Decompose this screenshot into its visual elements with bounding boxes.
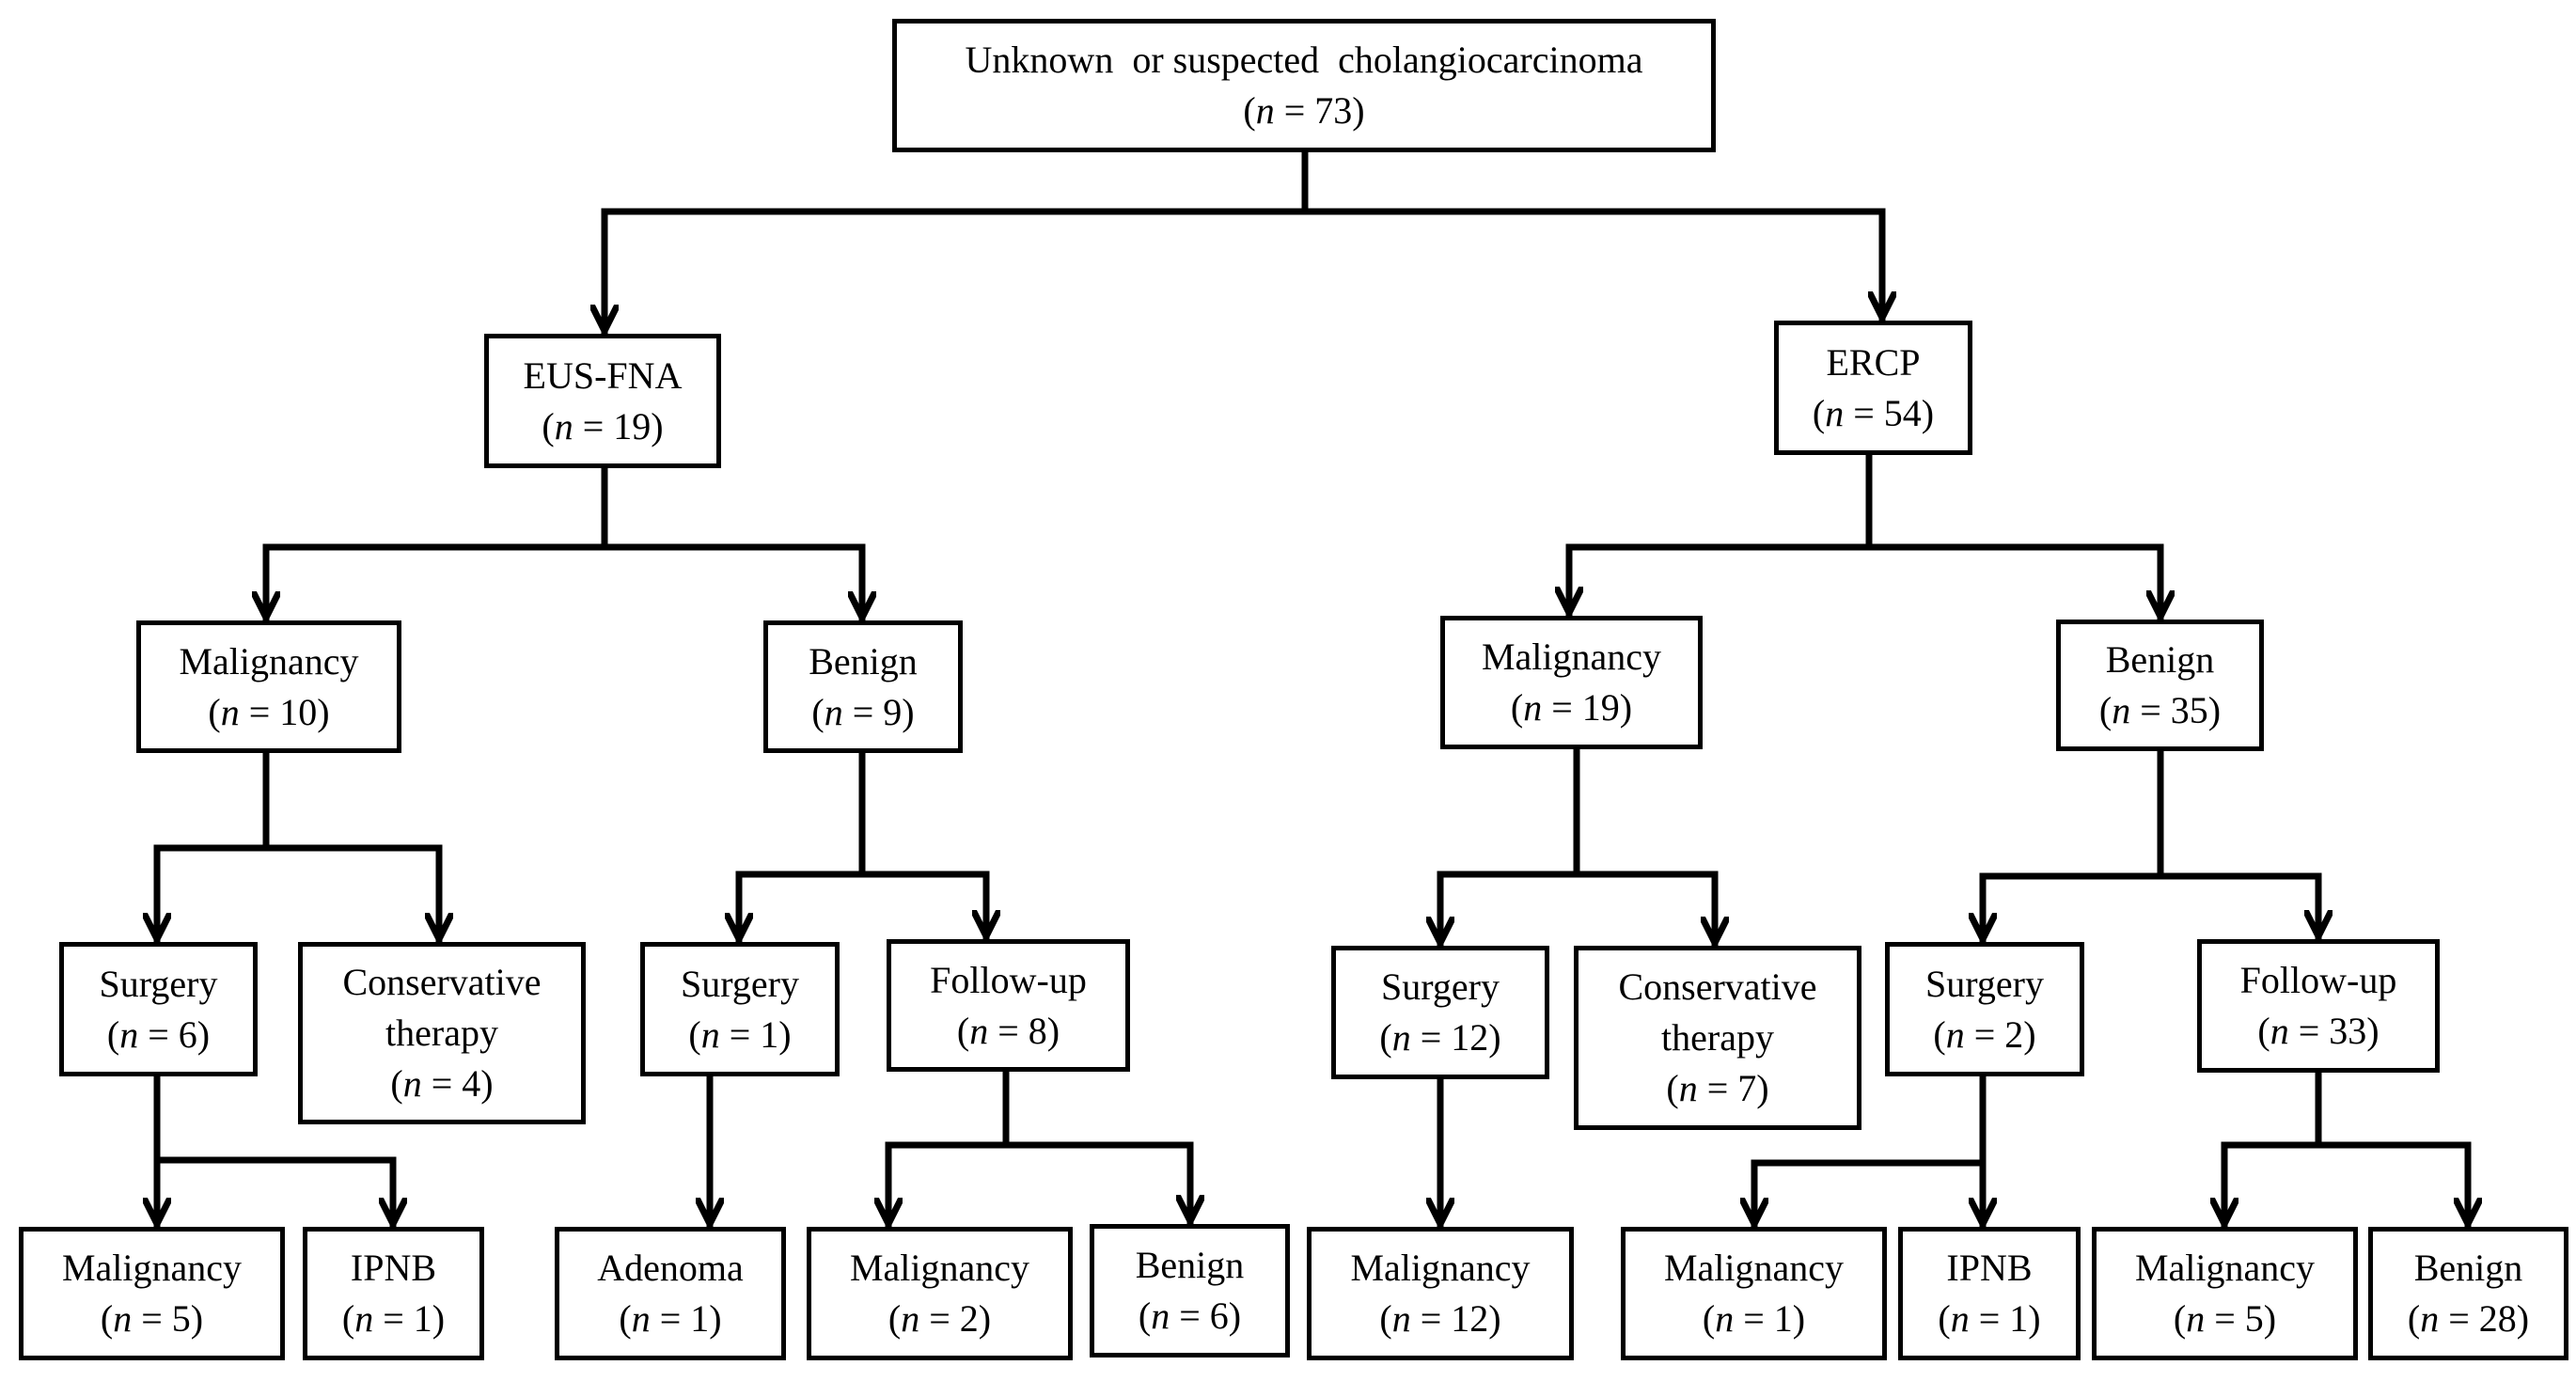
node-ercp: ERCP (n = 54) <box>1774 321 1972 455</box>
node-leaf-malignancy-2-count: (n = 2) <box>887 1297 992 1340</box>
node-leaf-ipnb-1: IPNB (n = 1) <box>303 1227 484 1360</box>
node-conservative-2-label: Conservative therapy <box>1618 965 1817 1059</box>
node-ercp-malignancy: Malignancy (n = 19) <box>1440 616 1703 749</box>
node-leaf-malignancy-1-count: (n = 5) <box>100 1297 204 1340</box>
node-root: Unknown or suspected cholangiocarcinoma … <box>892 19 1716 152</box>
node-followup-1-count: (n = 8) <box>956 1009 1060 1052</box>
node-ercp-benign-count: (n = 35) <box>2098 689 2222 731</box>
node-ercp-benign: Benign (n = 35) <box>2056 620 2264 751</box>
node-leaf-ipnb-2-label: IPNB <box>1946 1247 2033 1289</box>
node-leaf-ipnb-2: IPNB (n = 1) <box>1898 1227 2081 1360</box>
node-conservative-1-count: (n = 4) <box>390 1062 494 1105</box>
node-conservative-1-label: Conservative therapy <box>342 961 542 1054</box>
node-eus-malignancy: Malignancy (n = 10) <box>136 620 401 753</box>
node-eus-benign: Benign (n = 9) <box>763 620 963 753</box>
node-ercp-label: ERCP <box>1826 340 1921 384</box>
node-surgery-4-label: Surgery <box>1925 962 2044 1005</box>
node-leaf-malignancy-4: Malignancy (n = 1) <box>1621 1227 1887 1360</box>
node-leaf-malignancy-1: Malignancy (n = 5) <box>19 1227 285 1360</box>
node-leaf-ipnb-2-count: (n = 1) <box>1938 1297 2041 1340</box>
node-followup-2-label: Follow-up <box>2239 959 2397 1001</box>
node-conservative-1: Conservative therapy (n = 4) <box>298 942 586 1124</box>
node-eus-malignancy-count: (n = 10) <box>208 690 330 733</box>
node-leaf-benign-1: Benign (n = 6) <box>1090 1224 1290 1357</box>
node-surgery-3-label: Surgery <box>1381 965 1500 1008</box>
node-leaf-adenoma-label: Adenoma <box>597 1247 744 1289</box>
node-leaf-malignancy-5-label: Malignancy <box>2134 1247 2316 1289</box>
node-leaf-malignancy-4-count: (n = 1) <box>1702 1297 1806 1340</box>
node-ercp-benign-label: Benign <box>2105 638 2215 681</box>
node-eus-malignancy-label: Malignancy <box>179 639 359 683</box>
node-surgery-3: Surgery (n = 12) <box>1331 946 1549 1079</box>
node-followup-1-label: Follow-up <box>930 958 1087 1001</box>
node-conservative-2-count: (n = 7) <box>1666 1067 1769 1109</box>
node-root-count: (n = 73) <box>1243 89 1365 132</box>
node-leaf-adenoma-count: (n = 1) <box>619 1297 722 1340</box>
node-eus-benign-count: (n = 9) <box>811 690 915 733</box>
node-leaf-malignancy-1-label: Malignancy <box>61 1247 243 1289</box>
node-leaf-malignancy-4-label: Malignancy <box>1663 1247 1845 1289</box>
node-leaf-ipnb-1-label: IPNB <box>350 1247 437 1289</box>
node-ercp-malignancy-label: Malignancy <box>1481 636 1662 678</box>
node-leaf-malignancy-2-label: Malignancy <box>849 1247 1030 1289</box>
node-surgery-3-count: (n = 12) <box>1379 1016 1501 1059</box>
node-leaf-ipnb-1-count: (n = 1) <box>341 1297 446 1340</box>
node-leaf-benign-2: Benign (n = 28) <box>2368 1227 2568 1360</box>
node-followup-2-count: (n = 33) <box>2257 1010 2380 1052</box>
node-surgery-2-label: Surgery <box>681 962 799 1005</box>
node-leaf-malignancy-5: Malignancy (n = 5) <box>2092 1227 2358 1360</box>
node-eus-fna: EUS-FNA (n = 19) <box>484 334 721 468</box>
node-ercp-malignancy-count: (n = 19) <box>1510 686 1633 729</box>
node-surgery-4: Surgery (n = 2) <box>1885 942 2084 1076</box>
node-surgery-1: Surgery (n = 6) <box>59 942 258 1076</box>
node-surgery-1-count: (n = 6) <box>106 1012 211 1056</box>
node-leaf-malignancy-2: Malignancy (n = 2) <box>807 1227 1073 1360</box>
node-followup-1: Follow-up (n = 8) <box>887 939 1130 1072</box>
node-leaf-benign-1-label: Benign <box>1135 1244 1245 1286</box>
node-leaf-malignancy-5-count: (n = 5) <box>2173 1297 2277 1340</box>
node-leaf-benign-1-count: (n = 6) <box>1138 1295 1242 1337</box>
node-leaf-malignancy-3-label: Malignancy <box>1350 1247 1531 1289</box>
node-eus-fna-count: (n = 19) <box>542 404 664 447</box>
node-leaf-benign-2-count: (n = 28) <box>2407 1297 2530 1340</box>
node-eus-fna-label: EUS-FNA <box>523 353 683 397</box>
node-leaf-malignancy-3: Malignancy (n = 12) <box>1307 1227 1574 1360</box>
node-leaf-benign-2-label: Benign <box>2413 1247 2523 1289</box>
node-root-label: Unknown or suspected cholangiocarcinoma <box>965 39 1643 81</box>
node-surgery-2: Surgery (n = 1) <box>640 942 840 1076</box>
node-surgery-4-count: (n = 2) <box>1933 1012 2036 1056</box>
node-surgery-1-label: Surgery <box>99 962 218 1005</box>
node-leaf-malignancy-3-count: (n = 12) <box>1379 1297 1501 1340</box>
node-conservative-2: Conservative therapy (n = 7) <box>1574 946 1861 1130</box>
node-ercp-count: (n = 54) <box>1812 391 1935 434</box>
node-followup-2: Follow-up (n = 33) <box>2197 939 2440 1073</box>
node-surgery-2-count: (n = 1) <box>688 1012 792 1056</box>
node-eus-benign-label: Benign <box>809 639 918 683</box>
node-leaf-adenoma: Adenoma (n = 1) <box>555 1227 786 1360</box>
